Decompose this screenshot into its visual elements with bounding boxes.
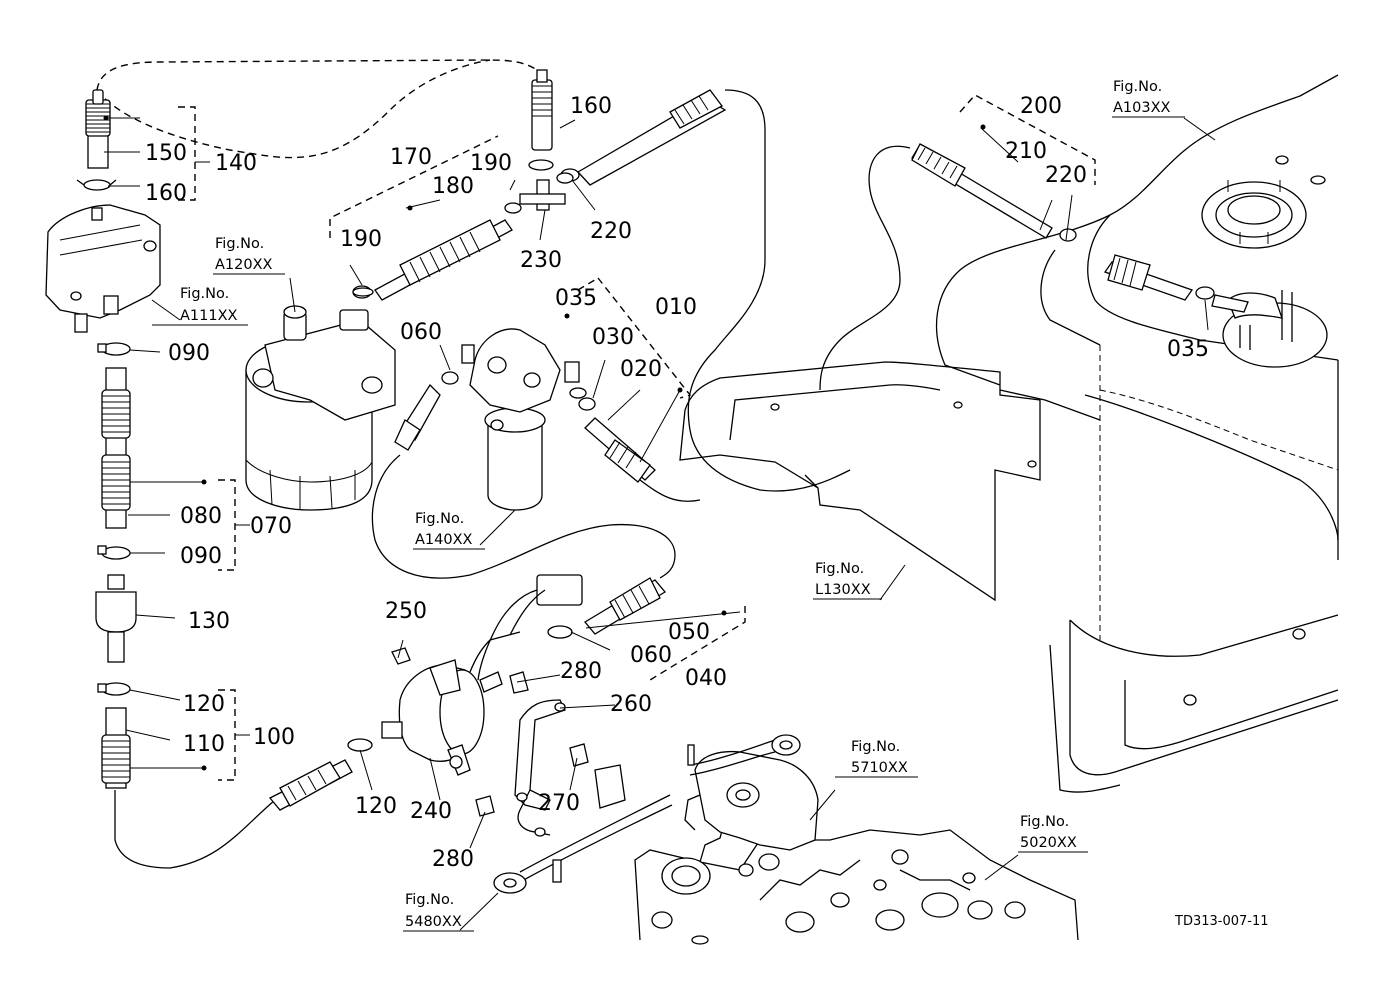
label-060-bottom: 060	[630, 643, 672, 668]
label-230: 230	[520, 248, 562, 273]
label-220-left: 220	[590, 219, 632, 244]
fig-5480-code: 5480XX	[405, 914, 462, 930]
label-250: 250	[385, 599, 427, 624]
fig-a140-code: A140XX	[415, 532, 473, 548]
label-170: 170	[390, 145, 432, 170]
label-180: 180	[432, 174, 474, 199]
label-270: 270	[538, 791, 580, 816]
label-110: 110	[183, 732, 225, 757]
label-080: 080	[180, 504, 222, 529]
hose-clamps	[352, 172, 587, 399]
label-280-top: 280	[560, 659, 602, 684]
fig-a120-title: Fig.No.	[215, 236, 264, 252]
label-240: 240	[410, 799, 452, 824]
label-035-top: 035	[555, 286, 597, 311]
left-hose-assembly	[45, 89, 161, 789]
fuel-pump-240	[268, 574, 801, 894]
label-100: 100	[253, 725, 295, 750]
fuel-filter-a120	[245, 305, 396, 511]
label-030: 030	[592, 325, 634, 350]
label-210: 210	[1005, 139, 1047, 164]
label-160-left: 160	[145, 181, 187, 206]
label-050: 050	[668, 620, 710, 645]
figure-references: Fig.No. A103XX Fig.No. A120XX Fig.No. A1…	[152, 79, 1185, 932]
fig-a140-title: Fig.No.	[415, 511, 464, 527]
fig-a111-title: Fig.No.	[180, 286, 229, 302]
fig-a111-code: A111XX	[180, 308, 238, 324]
fuel-hose-routing	[96, 59, 911, 869]
label-260: 260	[610, 692, 652, 717]
label-130: 130	[188, 609, 230, 634]
fig-a103-code: A103XX	[1113, 100, 1171, 116]
part-number-labels: 140 150 160 170 180 190 190 160 230 220 …	[145, 94, 1209, 872]
label-120-left: 120	[183, 692, 225, 717]
upper-hoses	[352, 69, 1249, 483]
leader-lines	[104, 117, 1216, 931]
label-010: 010	[655, 295, 697, 320]
drawing-code: TD313-007-11	[1174, 914, 1269, 929]
fig-l130-code: L130XX	[815, 582, 871, 598]
label-120-bottom: 120	[355, 794, 397, 819]
fig-a103-title: Fig.No.	[1113, 79, 1162, 95]
floor-plate-illustration	[679, 361, 1041, 602]
label-060-top: 060	[400, 320, 442, 345]
label-220-right: 220	[1045, 163, 1087, 188]
fig-l130-title: Fig.No.	[815, 561, 864, 577]
label-070: 070	[250, 514, 292, 539]
label-035-right: 035	[1167, 337, 1209, 362]
label-200: 200	[1020, 94, 1062, 119]
label-190-left: 190	[340, 227, 382, 252]
label-090-top: 090	[168, 341, 210, 366]
fuel-tank-illustration	[935, 74, 1339, 793]
water-separator-a140	[461, 328, 580, 511]
fig-5480-title: Fig.No.	[405, 892, 454, 908]
reference-dots	[103, 115, 986, 771]
label-140: 140	[215, 151, 257, 176]
label-020: 020	[620, 357, 662, 382]
label-280-bottom: 280	[432, 847, 474, 872]
fig-5710-title: Fig.No.	[851, 739, 900, 755]
fig-5710-code: 5710XX	[851, 760, 908, 776]
label-160-right: 160	[570, 94, 612, 119]
label-150: 150	[145, 141, 187, 166]
label-090-bottom: 090	[180, 544, 222, 569]
fig-5020-code: 5020XX	[1020, 835, 1077, 851]
engine-block-illustration	[634, 750, 1079, 945]
label-040: 040	[685, 666, 727, 691]
fig-5020-title: Fig.No.	[1020, 814, 1069, 830]
fig-a120-code: A120XX	[215, 257, 273, 273]
label-190-right: 190	[470, 151, 512, 176]
